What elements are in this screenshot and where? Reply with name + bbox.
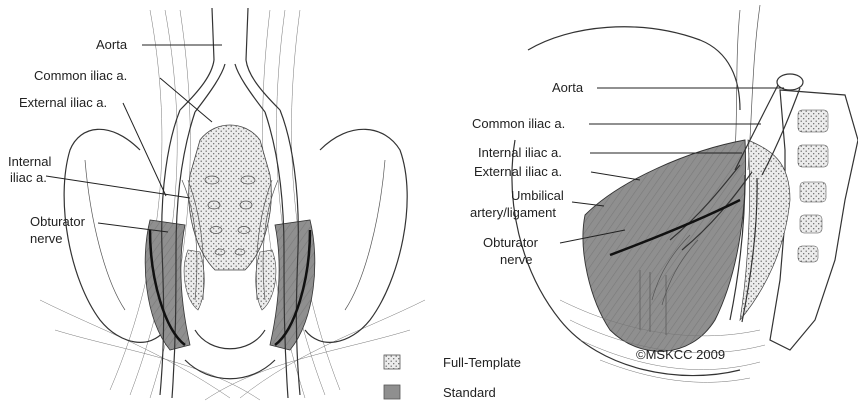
- full-template-region-sacrum: [189, 125, 272, 270]
- legend-swatch-full-template: [384, 355, 400, 369]
- label-external-iliac-right: External iliac a.: [474, 164, 562, 179]
- legend-label-standard: Standard: [443, 385, 496, 400]
- standard-region-left: [145, 220, 190, 350]
- label-common-iliac-right: Common iliac a.: [472, 116, 565, 131]
- label-common-iliac-left: Common iliac a.: [34, 68, 127, 83]
- label-obturator-right-1: Obturator: [483, 235, 539, 250]
- full-template-region-right-node: [256, 250, 276, 310]
- label-internal-iliac-right: Internal iliac a.: [478, 145, 562, 160]
- legend-swatch-standard: [384, 385, 400, 399]
- label-internal-iliac-left-2: iliac a.: [10, 170, 47, 185]
- label-aorta-right: Aorta: [552, 80, 584, 95]
- label-obturator-left-1: Obturator: [30, 214, 86, 229]
- label-aorta-left: Aorta: [96, 37, 128, 52]
- left-pelvis-illustration: [40, 8, 425, 400]
- label-external-iliac-left: External iliac a.: [19, 95, 107, 110]
- legend: Full-Template Standard: [384, 355, 521, 400]
- full-template-region-left-node: [184, 250, 204, 310]
- right-labels: Aorta Common iliac a. Internal iliac a. …: [470, 80, 584, 267]
- legend-label-full-template: Full-Template: [443, 355, 521, 370]
- label-umbilical-right-1: Umbilical: [511, 188, 564, 203]
- label-umbilical-right-2: artery/ligament: [470, 205, 556, 220]
- label-obturator-left-2: nerve: [30, 231, 63, 246]
- right-pelvis-illustration: [512, 5, 858, 382]
- label-obturator-right-2: nerve: [500, 252, 533, 267]
- label-internal-iliac-left-1: Internal: [8, 154, 51, 169]
- left-labels: Aorta Common iliac a. External iliac a. …: [8, 37, 128, 246]
- copyright-notice: ©MSKCC 2009: [636, 347, 725, 362]
